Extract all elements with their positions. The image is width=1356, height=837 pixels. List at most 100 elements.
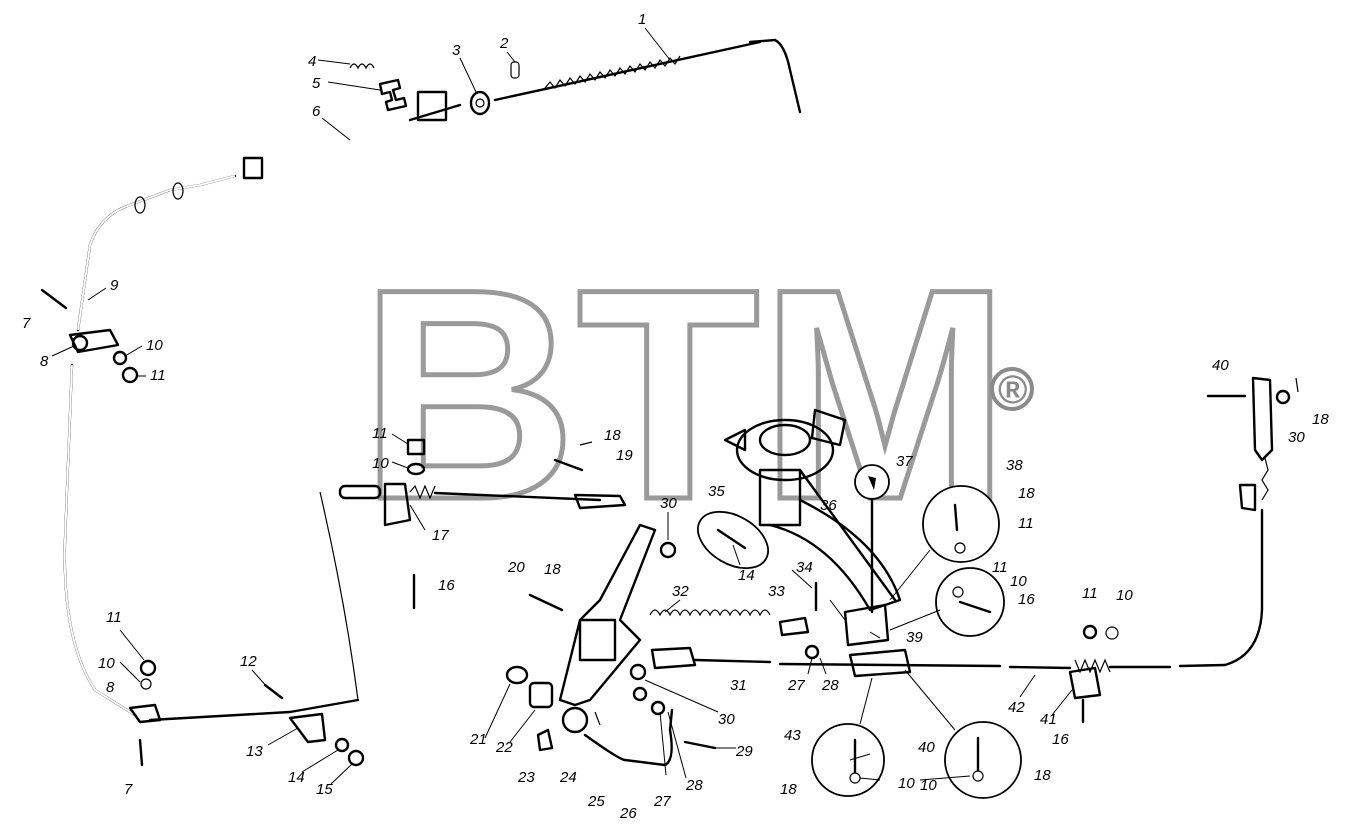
callout-13: 13 xyxy=(246,743,263,760)
bushing-22 xyxy=(528,681,554,709)
detail-circle-35 xyxy=(697,510,769,570)
washer-10a xyxy=(112,350,128,366)
callout-10-center: 10 xyxy=(898,775,915,792)
brake-chamber-36 xyxy=(723,408,902,612)
callout-30-lower: 30 xyxy=(718,711,735,728)
pin-18c xyxy=(1295,377,1299,393)
detail-circle-38 xyxy=(889,485,1000,601)
pin xyxy=(510,61,520,79)
spring-32 xyxy=(649,609,771,617)
callout-10-lower: 10 xyxy=(98,655,115,672)
nut-28a xyxy=(650,700,666,716)
washer-30b xyxy=(1275,389,1291,405)
callout-36: 36 xyxy=(820,497,837,514)
clamp-8b xyxy=(128,703,162,724)
callout-27-lower: 27 xyxy=(653,793,671,810)
nut-11a xyxy=(121,366,139,384)
callout-26: 26 xyxy=(619,805,637,822)
callout-18-lever: 18 xyxy=(544,561,561,578)
nut-11b xyxy=(139,659,157,677)
callout-10-right: 10 xyxy=(1010,573,1027,590)
detail-circle-37 xyxy=(854,464,890,614)
callout-34: 34 xyxy=(796,559,813,576)
detail-circle-43 xyxy=(811,677,885,797)
callout-14-lower: 14 xyxy=(288,769,305,786)
callout-10-upper: 10 xyxy=(146,337,163,354)
callout-43: 43 xyxy=(784,727,801,744)
callout-11-far: 11 xyxy=(1082,585,1098,602)
callout-40-lower: 40 xyxy=(918,739,935,756)
callout-14-mid: 14 xyxy=(738,567,755,584)
callout-6: 6 xyxy=(312,103,321,120)
nut-11e xyxy=(1082,624,1098,640)
callout-24: 24 xyxy=(559,769,577,786)
callout-8-upper: 8 xyxy=(40,353,49,370)
leader-lines xyxy=(51,27,1073,785)
callout-8-lower: 8 xyxy=(106,679,115,696)
registered-mark-circle xyxy=(990,367,1034,411)
bolt-7b xyxy=(138,738,144,767)
callout-30-upper: 30 xyxy=(660,495,677,512)
callout-5: 5 xyxy=(312,75,321,92)
cotter-25 xyxy=(594,711,601,726)
washer-27b xyxy=(804,644,820,660)
callout-11-mid: 11 xyxy=(372,425,388,442)
callout-41: 41 xyxy=(1040,711,1057,728)
callout-19: 19 xyxy=(616,447,633,464)
callout-16-mid: 16 xyxy=(438,577,455,594)
cable-sleeve xyxy=(242,90,462,180)
callout-1: 1 xyxy=(638,11,646,28)
spring-small xyxy=(349,63,375,70)
bolt-29 xyxy=(683,740,717,750)
callout-16-lower: 16 xyxy=(1052,731,1069,748)
callout-17: 17 xyxy=(432,527,449,544)
washer-30a xyxy=(659,541,677,559)
bolt-20 xyxy=(528,593,564,612)
callout-37: 37 xyxy=(896,453,913,470)
callout-4: 4 xyxy=(308,53,316,70)
detail-circle-16b xyxy=(889,567,1005,637)
washer-27a xyxy=(632,686,648,702)
callout-33: 33 xyxy=(768,583,785,600)
clamp-8a xyxy=(68,328,120,354)
washer-10b xyxy=(140,678,152,690)
pin-19 xyxy=(553,458,584,472)
registered-mark: ® xyxy=(998,368,1027,412)
link-33 xyxy=(778,616,810,637)
nut-15 xyxy=(347,749,365,767)
callout-15: 15 xyxy=(316,781,333,798)
washer-10c-top xyxy=(406,462,426,476)
washer-14b xyxy=(334,737,350,753)
callout-18-left-detail: 18 xyxy=(780,781,797,798)
callout-39: 39 xyxy=(906,629,923,646)
callout-30-right: 30 xyxy=(1288,429,1305,446)
bracket-13 xyxy=(288,712,327,744)
callout-7-upper: 7 xyxy=(22,315,31,332)
callout-18-detail: 18 xyxy=(1018,485,1035,502)
callout-23: 23 xyxy=(517,769,535,786)
callout-11-upper: 11 xyxy=(150,367,166,384)
callout-22: 22 xyxy=(495,739,513,756)
callout-28-lower: 28 xyxy=(685,777,703,794)
callout-29: 29 xyxy=(735,743,753,760)
right-cable xyxy=(1178,376,1274,668)
callout-3: 3 xyxy=(452,42,461,59)
callout-11-detail: 11 xyxy=(1018,515,1034,532)
washer-10e xyxy=(1105,626,1119,640)
callout-18-right-detail: 18 xyxy=(1034,767,1051,784)
watermark-text: BTM xyxy=(360,226,1010,562)
nut-11c-top xyxy=(406,438,426,456)
lever-39 xyxy=(843,603,890,647)
rod-31 xyxy=(650,646,772,670)
washer-21 xyxy=(505,665,529,685)
callout-20: 20 xyxy=(507,559,525,576)
hand-lever-rod xyxy=(493,38,802,114)
callout-18-mid: 18 xyxy=(604,427,621,444)
callout-40-upper: 40 xyxy=(1212,357,1229,374)
callout-10-far: 10 xyxy=(1116,587,1133,604)
callout-10-right-detail: 10 xyxy=(920,777,937,794)
pedal-lever xyxy=(558,523,657,734)
callout-labels: 1 2 3 4 5 6 9 7 8 10 11 11 10 18 19 17 1… xyxy=(22,11,1329,822)
rod-42 xyxy=(778,648,1172,700)
